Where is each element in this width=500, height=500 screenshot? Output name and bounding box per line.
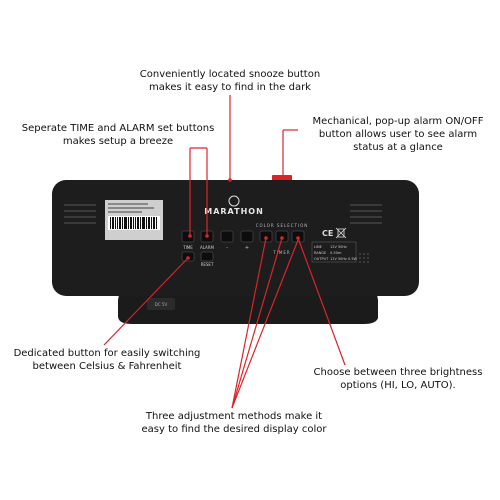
- callout-adjustment-line2: easy to find the desired display color: [141, 424, 327, 435]
- speaker-grille: [359, 253, 369, 263]
- callout-brightness-line2: options (HI, LO, AUTO).: [340, 380, 456, 391]
- color-selection-label: COLOR SELECTION: [256, 223, 309, 228]
- callout-adjustment: Three adjustment methods make it easy to…: [116, 410, 352, 436]
- minus-label: -: [226, 245, 228, 251]
- callout-adjustment-line1: Three adjustment methods make it: [145, 411, 323, 422]
- adjust-leader-1: [231, 237, 267, 409]
- reset-label: RESET: [201, 262, 214, 267]
- recycle-bin-icon: [335, 227, 347, 239]
- brand-emblem-icon: [228, 195, 240, 207]
- spec-line-label: LINE: [314, 245, 322, 249]
- spec-line-value: 12V 50Hz: [330, 245, 347, 249]
- callout-celsius: Dedicated button for easily switching be…: [0, 347, 214, 373]
- brand-logo: MARATHON: [204, 207, 264, 216]
- adjust-leader-3: [231, 239, 299, 409]
- callout-snooze: Conveniently located snooze button makes…: [112, 68, 348, 94]
- callout-celsius-line2: between Celsius & Fahrenheit: [32, 361, 182, 372]
- callout-popup-alarm-line3: status at a glance: [353, 142, 443, 153]
- plus-button: [240, 230, 254, 243]
- callout-time-alarm-line2: makes setup a breeze: [62, 136, 174, 147]
- leader-lines: [103, 95, 346, 409]
- brightness-leader: [297, 237, 346, 366]
- spec-output-label: OUTPUT: [314, 257, 329, 261]
- callout-brightness: Choose between three brightness options …: [298, 366, 498, 392]
- minus-button: [220, 230, 234, 243]
- right-vent: [350, 204, 382, 224]
- callout-snooze-line2: makes it easy to find in the dark: [149, 82, 311, 93]
- left-vent: [64, 204, 96, 224]
- callout-brightness-line1: Choose between three brightness: [313, 367, 483, 378]
- barcode: [110, 217, 157, 229]
- time-button: [181, 230, 195, 243]
- spec-output-value: 12V 50Hz 0.5W: [330, 257, 358, 261]
- svg-text:DC 5V: DC 5V: [155, 302, 168, 307]
- callout-celsius-line1: Dedicated button for easily switching: [13, 348, 201, 359]
- callout-popup-alarm-line1: Mechanical, pop-up alarm ON/OFF: [312, 116, 484, 127]
- reset-button: [200, 251, 214, 262]
- alarm-label: ALARM: [200, 245, 215, 250]
- callout-time-alarm-line1: Seperate TIME and ALARM set buttons: [21, 123, 215, 134]
- plus-label: +: [245, 245, 249, 251]
- dc-port: [147, 298, 175, 310]
- spec-range-value: 0-50m: [330, 251, 342, 255]
- spec-range-label: RANGE: [314, 251, 326, 255]
- callout-time-alarm: Seperate TIME and ALARM set buttons make…: [0, 122, 236, 148]
- callout-popup-alarm: Mechanical, pop-up alarm ON/OFF button a…: [298, 115, 498, 154]
- timer-label: TIMER: [272, 250, 290, 255]
- spec-table: LINE 12V 50Hz RANGE 0-50m OUTPUT 12V 50H…: [311, 241, 358, 263]
- celsius-leader: [103, 257, 189, 346]
- callout-snooze-line1: Conveniently located snooze button: [139, 69, 321, 80]
- time-label: TIME: [182, 245, 193, 250]
- callout-popup-alarm-line2: button allows user to see alarm: [318, 129, 478, 140]
- ce-mark: CE: [322, 229, 333, 238]
- adjust-leader-2: [231, 237, 283, 409]
